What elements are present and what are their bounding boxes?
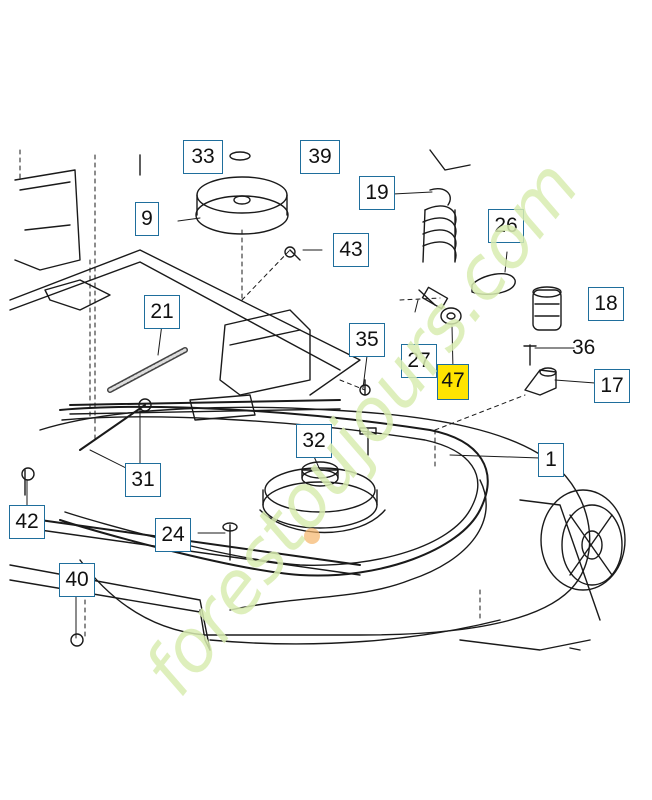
callout-24: 24 — [155, 518, 191, 552]
callout-39: 39 — [300, 140, 340, 174]
callout-42: 42 — [9, 505, 45, 539]
callout-18: 18 — [588, 287, 624, 321]
callout-40: 40 — [59, 563, 95, 597]
callout-27: 27 — [401, 344, 437, 378]
spring-21 — [107, 347, 188, 393]
spring-19 — [422, 188, 457, 263]
callout-32: 32 — [296, 424, 332, 458]
callout-9: 9 — [135, 202, 159, 236]
callout-17: 17 — [594, 369, 630, 403]
label-36: 36 — [572, 336, 596, 359]
callout-43: 43 — [333, 233, 369, 267]
callout-35: 35 — [349, 323, 385, 357]
callout-33: 33 — [183, 140, 223, 174]
callout-19: 19 — [359, 176, 395, 210]
deck-wheel — [540, 489, 626, 591]
callout-47-highlighted: 47 — [437, 364, 469, 400]
pulley-9 — [196, 176, 288, 214]
callout-26: 26 — [488, 209, 524, 243]
center-pulley — [264, 467, 376, 513]
callout-21: 21 — [144, 295, 180, 329]
callout-31: 31 — [125, 463, 161, 497]
callout-1: 1 — [538, 443, 564, 477]
